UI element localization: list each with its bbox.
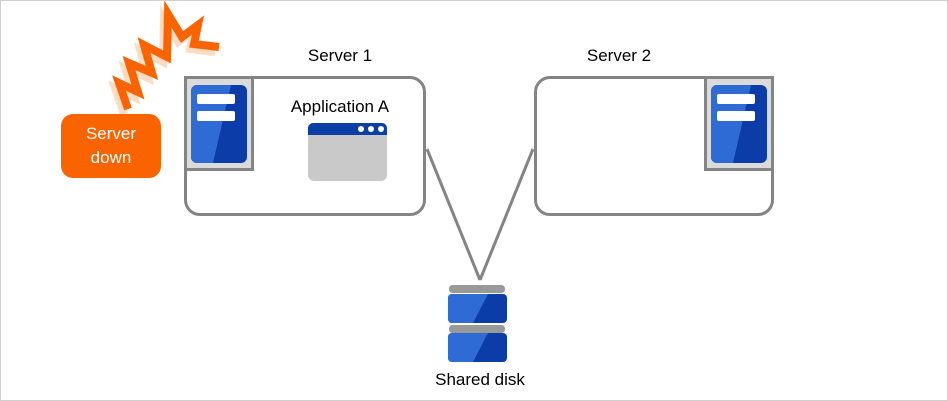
disk-cap-bar <box>449 285 505 293</box>
server2-label: Server 2 <box>586 46 652 65</box>
server-down-callout-line1: Server <box>85 124 137 143</box>
window-dot <box>358 126 364 132</box>
tower-slot <box>717 110 755 121</box>
server2-tower-icon <box>704 76 774 171</box>
disk-platter-light <box>448 294 488 323</box>
app-window-icon <box>308 123 387 181</box>
tower-slot <box>197 93 235 104</box>
shared-disk-label: Shared disk <box>435 370 525 389</box>
window-dot <box>378 126 384 132</box>
disk-cap-bar <box>449 325 505 333</box>
window-dot <box>368 126 374 132</box>
server-tower-glyph <box>191 84 247 163</box>
crash-bolt-icon <box>112 1 220 111</box>
tower-body-light <box>711 84 751 163</box>
link-server1-disk <box>425 148 482 281</box>
app-window-titlebar <box>308 123 387 135</box>
application-label: Application A <box>290 97 390 116</box>
tower-slot <box>717 93 755 104</box>
server1-label: Server 1 <box>307 46 373 65</box>
link-server2-disk <box>478 148 535 281</box>
server-tower-glyph <box>711 84 767 163</box>
app-window-body <box>308 135 387 181</box>
shared-disk-icon <box>448 285 507 362</box>
tower-body-light <box>191 84 231 163</box>
server-down-callout: Server down <box>61 114 161 178</box>
server-down-callout-line2: down <box>90 148 132 167</box>
disk-platter-light <box>448 333 488 362</box>
server1-tower-icon <box>184 76 254 171</box>
tower-slot <box>197 110 235 121</box>
